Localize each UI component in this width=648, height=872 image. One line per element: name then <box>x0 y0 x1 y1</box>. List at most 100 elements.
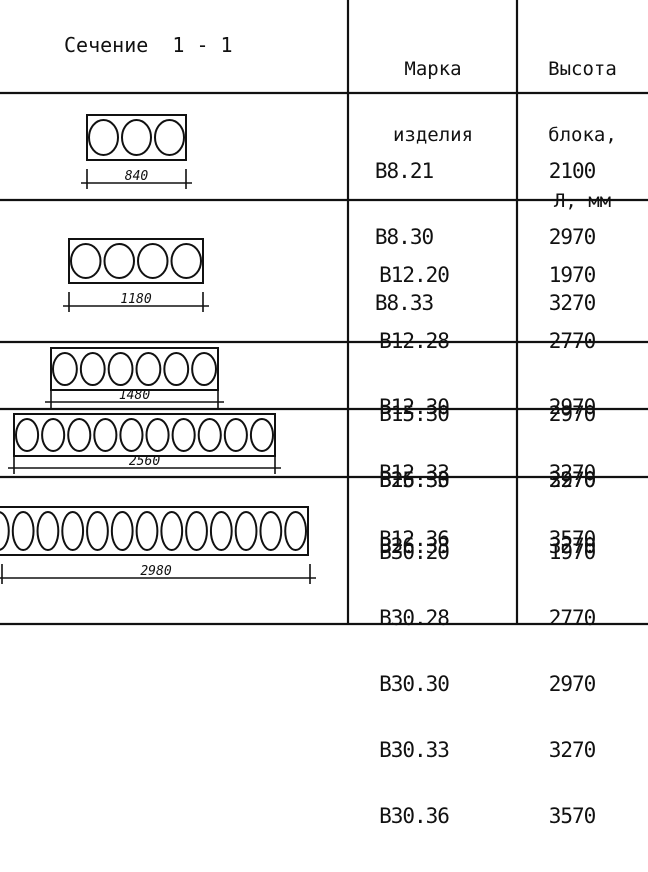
row-1-marks: В8.21 В8.30 В8.33 <box>358 116 450 358</box>
hollow-core <box>163 352 190 386</box>
header-section: Сечение 1 - 1 <box>64 33 233 57</box>
hollow-core <box>185 511 208 551</box>
row-1-height-1: 2100 <box>548 159 597 183</box>
hollow-core <box>154 119 185 156</box>
block-section-4: 2560 <box>8 413 281 474</box>
row-4-heights: 2970 3270 <box>540 425 604 601</box>
block-outline <box>0 506 309 556</box>
hollow-core <box>135 352 162 386</box>
row-1-heights: 2100 2970 3270 <box>540 116 604 358</box>
row-5-mark-5: В30.36 <box>379 804 450 828</box>
row-1-mark-3: В8.33 <box>374 291 434 315</box>
table-grid: 840 1180 1480 2560 2980 <box>0 0 648 626</box>
row-5-mark-4: В30.33 <box>379 738 450 762</box>
hollow-core <box>191 352 217 386</box>
header-mark: Марка изделия <box>358 14 508 190</box>
hollow-core <box>160 511 184 551</box>
row-2-mark-5: В12.36 <box>379 527 450 551</box>
row-1-height-3: 3270 <box>548 291 597 315</box>
row-4-marks: В26.30 В26.33 <box>368 425 460 601</box>
row-5-height-3: 2970 <box>548 672 597 696</box>
header-height: Высота блока, Л, мм <box>525 14 640 256</box>
header-mark-line-1: Марка <box>404 58 462 80</box>
hollow-core <box>70 243 102 279</box>
hollow-core <box>61 511 85 551</box>
row-3-heights: 2970 3270 <box>540 359 604 535</box>
row-2-height-5: 3570 <box>548 527 597 551</box>
block-section-1: 840 <box>81 114 192 189</box>
hollow-core <box>41 418 66 452</box>
header-mark-line-2: изделия <box>392 124 474 146</box>
hollow-core <box>0 511 10 551</box>
hollow-core <box>36 511 60 551</box>
row-5-mark-3: В30.30 <box>379 672 450 696</box>
row-5-mark-1: В30.20 <box>379 540 450 564</box>
hollow-core <box>86 511 109 551</box>
row-2-heights: 1970 2770 2970 3270 3570 <box>540 220 604 594</box>
hollow-core <box>79 352 106 386</box>
row-2-height-1: 1970 <box>548 263 597 287</box>
row-2-height-2: 2770 <box>548 329 597 353</box>
block-section-2: 1180 <box>63 238 209 312</box>
hollow-core <box>11 511 35 551</box>
header-height-line-2: блока, <box>548 124 617 146</box>
hollow-core <box>119 418 144 452</box>
block-outline <box>13 413 276 457</box>
row-4-mark-1: В26.30 <box>379 468 450 492</box>
hollow-core <box>110 511 134 551</box>
block-outline <box>50 347 219 391</box>
hollow-core <box>93 418 118 452</box>
hollow-core <box>234 511 258 551</box>
spec-table: 840 1180 1480 2560 2980 Сечение 1 - 1 Марка … <box>0 0 648 827</box>
hollow-core <box>284 511 308 551</box>
row-5-height-1: 1970 <box>548 540 597 564</box>
hollow-core <box>171 418 196 452</box>
row-3-mark-2: В15.33 <box>379 468 450 492</box>
row-2-height-3: 2970 <box>548 395 597 419</box>
hollow-core <box>67 418 92 452</box>
row-3-mark-1: В15.30 <box>379 402 450 426</box>
row-5-marks: В30.20 В30.28 В30.30 В30.33 В30.36 <box>368 497 460 871</box>
row-2-marks: В12.20 В12.28 В12.30 В12.33 В12.36 <box>368 220 460 594</box>
hollow-core <box>170 243 202 279</box>
hollow-core <box>209 511 233 551</box>
dimension-label: 1180 <box>120 292 151 307</box>
row-4-height-2: 3270 <box>548 534 597 558</box>
row-5-height-4: 3270 <box>548 738 597 762</box>
row-4-height-1: 2970 <box>548 468 597 492</box>
row-1-mark-2: В8.30 <box>374 225 434 249</box>
dimension-label: 840 <box>125 169 149 184</box>
hollow-core <box>259 511 283 551</box>
dimension-label: 1480 <box>119 388 150 403</box>
hollow-core <box>249 418 275 452</box>
dimension-label: 2980 <box>140 564 171 579</box>
hollow-core <box>103 243 135 279</box>
block-outline <box>68 238 204 284</box>
row-1-mark-1: В8.21 <box>374 159 434 183</box>
row-1-height-2: 2970 <box>548 225 597 249</box>
hollow-core <box>14 418 40 452</box>
hollow-core <box>88 119 119 156</box>
header-height-line-1: Высота <box>548 58 617 80</box>
hollow-core <box>107 352 134 386</box>
row-2-height-4: 3270 <box>548 461 597 485</box>
row-5-mark-2: В30.28 <box>379 606 450 630</box>
hollow-core <box>223 418 248 452</box>
row-4-mark-2: В26.33 <box>379 534 450 558</box>
block-outline <box>86 114 187 161</box>
row-2-mark-3: В12.30 <box>379 395 450 419</box>
header-height-line-3: Л, мм <box>553 190 612 212</box>
hollow-core <box>145 418 170 452</box>
row-3-height-1: 2970 <box>548 402 597 426</box>
dimension-label: 2560 <box>129 454 160 469</box>
hollow-core <box>135 511 159 551</box>
row-2-mark-2: В12.28 <box>379 329 450 353</box>
row-2-mark-1: В12.20 <box>379 263 450 287</box>
block-section-3: 1480 <box>45 347 224 408</box>
row-5-height-2: 2770 <box>548 606 597 630</box>
hollow-core <box>197 418 222 452</box>
row-2-mark-4: В12.33 <box>379 461 450 485</box>
hollow-core <box>51 352 78 386</box>
block-section-5: 2980 <box>0 506 316 584</box>
hollow-core <box>121 119 152 156</box>
